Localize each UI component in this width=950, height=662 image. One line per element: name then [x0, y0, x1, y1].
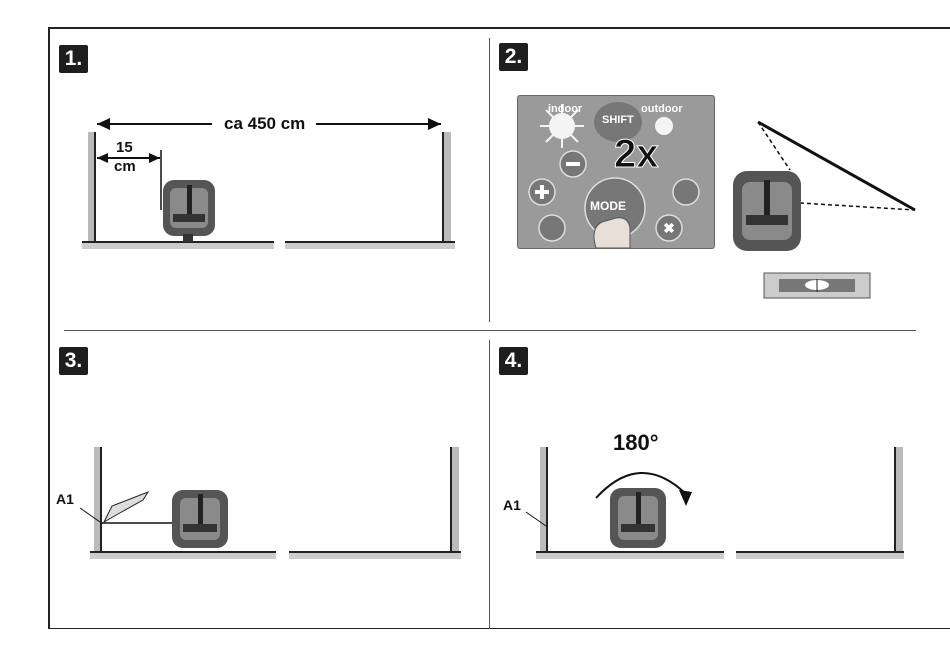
- laser-device-icon: [610, 488, 666, 548]
- mark-label-a1: A1: [503, 497, 521, 513]
- rotation-label: 180°: [613, 430, 659, 456]
